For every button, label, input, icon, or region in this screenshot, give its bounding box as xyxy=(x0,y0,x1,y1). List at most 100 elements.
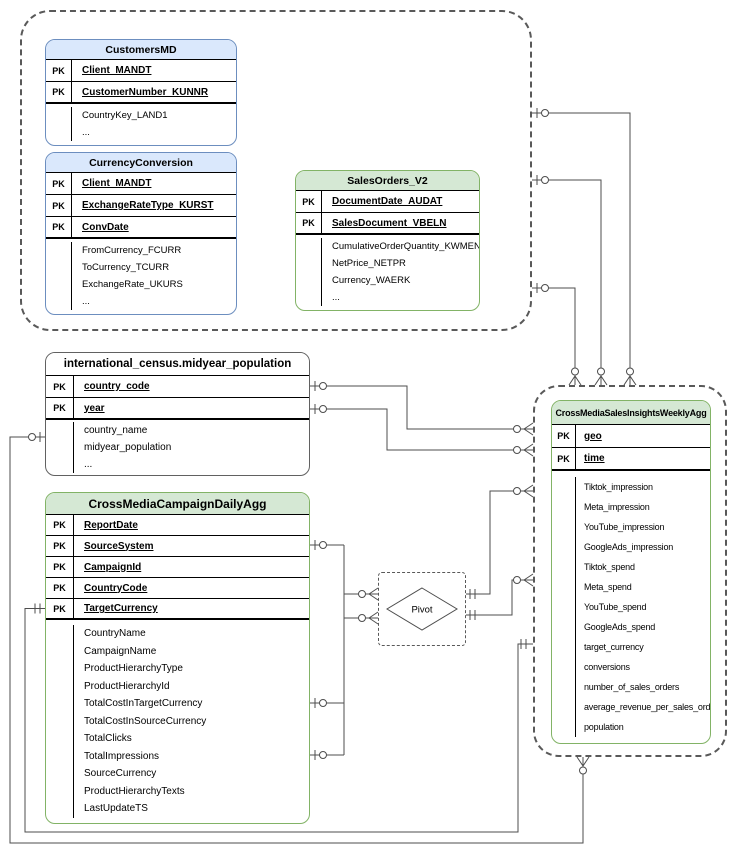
pk-column-spacer xyxy=(296,238,322,306)
field: ExchangeRate_UKURS xyxy=(82,279,183,290)
entity-customersmd[interactable]: CustomersMD PK Client_MANDT PK CustomerN… xyxy=(45,39,237,146)
pk-label: PK xyxy=(46,173,72,194)
field: TotalClicks xyxy=(84,733,132,744)
connector-campaigndaily-targetcurrency-to-weeklyagg[interactable] xyxy=(24,608,533,833)
pk-column-spacer xyxy=(552,477,576,737)
field: target_currency xyxy=(584,642,644,652)
field: midyear_population xyxy=(84,442,172,453)
connector-campaigndaily-to-pivot[interactable] xyxy=(310,544,378,756)
pk-label: PK xyxy=(46,557,74,577)
zero-or-one-icon xyxy=(314,404,327,414)
entity-salesorders-v2[interactable]: SalesOrders_V2 PK DocumentDate_AUDAT PK … xyxy=(295,170,480,311)
field: Tiktok_spend xyxy=(584,562,635,572)
entity-crossmedia-sales-insights-weekly-agg[interactable]: CrossMediaSalesInsightsWeeklyAgg PK geo … xyxy=(551,400,711,744)
entity-title: CrossMediaSalesInsightsWeeklyAgg xyxy=(552,401,710,425)
pk-field: Client_MANDT xyxy=(82,178,152,189)
pk-row: PK year xyxy=(46,398,309,420)
field: conversions xyxy=(584,662,630,672)
connector-pivot-to-weeklyagg-bottom[interactable] xyxy=(466,579,533,616)
field: TotalImpressions xyxy=(84,750,160,762)
entity-title: CustomersMD xyxy=(46,40,236,60)
field: ... xyxy=(84,459,93,470)
connector-pivot-to-weeklyagg-top[interactable] xyxy=(466,490,533,595)
field: NetPrice_NETPR xyxy=(332,258,406,269)
field: population xyxy=(584,722,624,732)
zero-or-many-icon xyxy=(568,367,582,386)
one-and-only-one-icon xyxy=(34,603,41,614)
field: average_revenue_per_sales_order xyxy=(584,702,711,712)
pk-row: PK time xyxy=(552,448,710,471)
field: LastUpdateTS xyxy=(84,803,148,814)
pk-row: PK SalesDocument_VBELN xyxy=(296,213,479,235)
field: number_of_sales_orders xyxy=(584,682,680,692)
pk-row: PK Client_MANDT xyxy=(46,173,236,195)
connector-salesorders-to-weeklyagg[interactable] xyxy=(532,287,576,385)
zero-or-one-icon xyxy=(536,283,549,293)
pk-label: PK xyxy=(46,376,74,397)
field: GoogleAds_spend xyxy=(584,622,656,632)
connector-midyear-year-to-weeklyagg[interactable] xyxy=(310,408,533,451)
field: YouTube_impression xyxy=(584,522,665,532)
pk-field: ExchangeRateType_KURST xyxy=(82,200,214,211)
field: TotalCostInTargetCurrency xyxy=(84,698,203,709)
pk-field: SalesDocument_VBELN xyxy=(332,217,447,229)
pk-row: PK ExchangeRateType_KURST xyxy=(46,195,236,217)
field: CountryKey_LAND1 xyxy=(82,110,168,121)
field: country_name xyxy=(84,425,148,436)
zero-or-many-icon xyxy=(576,756,590,775)
pk-row: PK SourceSystem xyxy=(46,536,309,557)
entity-crossmedia-campaign-daily-agg[interactable]: CrossMediaCampaignDailyAgg PK ReportDate… xyxy=(45,492,310,824)
zero-or-one-icon xyxy=(314,381,327,391)
zero-or-many-icon xyxy=(513,573,534,587)
pk-column-spacer xyxy=(46,107,72,141)
pivot-label: Pivot xyxy=(411,605,432,616)
pk-row: PK geo xyxy=(552,425,710,448)
field: ProductHierarchyId xyxy=(84,680,170,692)
field: ... xyxy=(332,292,340,303)
pk-field: CountryCode xyxy=(84,582,148,594)
zero-or-one-icon xyxy=(314,698,327,708)
pk-label: PK xyxy=(46,60,72,81)
field: Meta_spend xyxy=(584,582,632,592)
connector-midyear-to-weeklyagg-population[interactable] xyxy=(9,436,584,844)
entity-midyear-population[interactable]: international_census.midyear_population … xyxy=(45,352,310,476)
pk-label: PK xyxy=(46,398,74,418)
pk-field: ConvDate xyxy=(82,221,129,233)
field: ... xyxy=(82,296,90,307)
zero-or-one-icon xyxy=(536,175,549,185)
field: Meta_impression xyxy=(584,502,650,512)
connector-customersmd-to-weeklyagg[interactable] xyxy=(532,112,631,385)
zero-or-one-icon xyxy=(314,540,327,550)
pk-label: PK xyxy=(46,536,74,556)
field-list: Tiktok_impression Meta_impression YouTub… xyxy=(552,471,710,743)
pk-field: DocumentDate_AUDAT xyxy=(332,196,443,207)
pk-row: PK CampaignId xyxy=(46,557,309,578)
connector-midyear-countrycode-to-weeklyagg[interactable] xyxy=(310,385,533,430)
pk-label: PK xyxy=(46,578,74,598)
zero-or-many-icon xyxy=(358,611,379,625)
one-and-only-one-icon xyxy=(469,589,476,599)
field: ProductHierarchyTexts xyxy=(84,785,185,797)
pivot-node[interactable]: Pivot xyxy=(386,587,458,631)
connector-currencyconversion-to-weeklyagg[interactable] xyxy=(532,179,602,385)
field-list: CountryName CampaignName ProductHierarch… xyxy=(46,620,309,823)
pk-field: CampaignId xyxy=(84,561,142,573)
pk-label: PK xyxy=(46,82,72,102)
field-list: FromCurrency_FCURR ToCurrency_TCURR Exch… xyxy=(46,239,236,314)
pk-field: ReportDate xyxy=(84,519,138,531)
field: CumulativeOrderQuantity_KWMENG xyxy=(332,241,480,252)
entity-currencyconversion[interactable]: CurrencyConversion PK Client_MANDT PK Ex… xyxy=(45,152,237,315)
zero-or-many-icon xyxy=(513,443,534,457)
pk-row: PK ReportDate xyxy=(46,515,309,536)
field: FromCurrency_FCURR xyxy=(82,245,182,256)
pk-field: TargetCurrency xyxy=(84,603,158,614)
pk-label: PK xyxy=(552,425,576,447)
pk-field: CustomerNumber_KUNNR xyxy=(82,86,209,98)
zero-or-one-icon xyxy=(314,750,327,760)
pk-label: PK xyxy=(296,191,322,212)
pk-row: PK Client_MANDT xyxy=(46,60,236,82)
field: ... xyxy=(82,127,90,138)
field: GoogleAds_impression xyxy=(584,542,674,552)
